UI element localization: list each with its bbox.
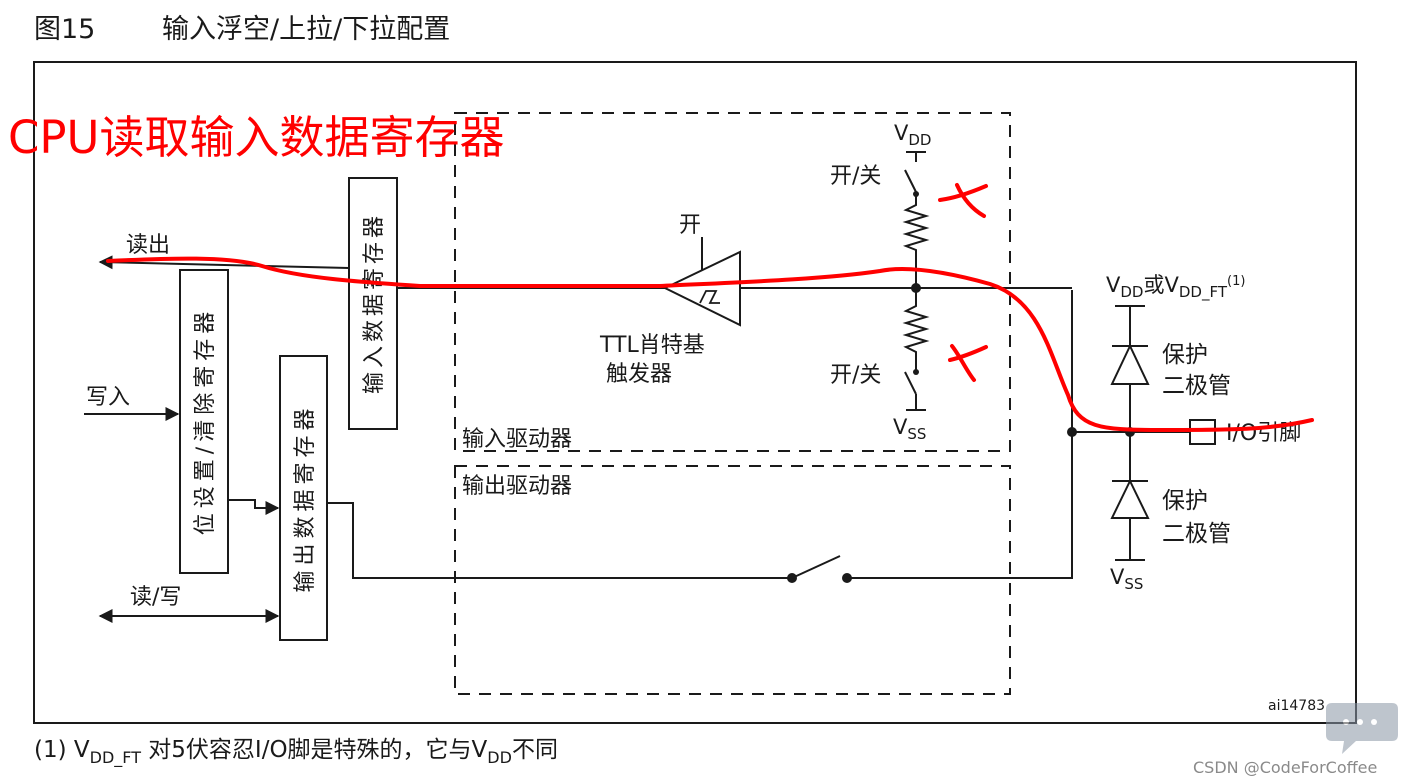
trigger-on-label: 开 xyxy=(679,213,701,238)
watermark-text: CSDN @CodeForCoffee xyxy=(1193,758,1377,777)
pull-down-branch xyxy=(902,288,930,411)
lower-diode-label-2: 二极管 xyxy=(1162,521,1231,547)
output-data-register-label: 输出数据寄存器 xyxy=(293,403,318,592)
bsrr-to-odr-wire xyxy=(228,499,280,515)
pull-up-disabled-mark xyxy=(938,183,988,218)
lower-diode-label-1: 保护 xyxy=(1162,488,1208,514)
io-pin-pad xyxy=(1189,419,1216,445)
vss-driver-label: VSS xyxy=(893,415,926,443)
bit-set-reset-register: 位设置/清除寄存器 xyxy=(179,269,229,574)
read-write-label: 读/写 xyxy=(130,585,181,610)
trigger-name-line2: 触发器 xyxy=(606,362,672,387)
output-switch-blade xyxy=(791,555,841,579)
write-in-label: 写入 xyxy=(86,385,130,410)
output-wire-left xyxy=(327,502,792,579)
trigger-name-line1: TTL肖特基 xyxy=(599,333,705,358)
input-driver-box xyxy=(454,112,1011,452)
upper-diode-label-2: 二极管 xyxy=(1162,373,1231,399)
protection-diode-upper xyxy=(1110,305,1150,432)
protection-supply-label: VDD或VDD_FT(1) xyxy=(1106,273,1245,302)
input-data-register: 输入数据寄存器 xyxy=(348,177,398,430)
bit-set-reset-register-label: 位设置/清除寄存器 xyxy=(193,307,218,535)
output-driver-label: 输出驱动器 xyxy=(462,474,572,499)
upper-diode-label-1: 保护 xyxy=(1162,342,1208,368)
pin-bus-dot xyxy=(1067,427,1077,437)
signal-path-highlight xyxy=(106,256,1314,432)
pull-up-branch xyxy=(902,151,930,288)
output-wire-right xyxy=(847,290,1073,579)
pull-down-disabled-mark xyxy=(948,344,988,382)
pull-down-switch-label: 开/关 xyxy=(830,363,881,388)
output-data-register: 输出数据寄存器 xyxy=(279,355,328,641)
vss-protection-label: VSS xyxy=(1110,565,1143,593)
cpu-read-annotation: CPU读取输入数据寄存器 xyxy=(8,111,505,164)
footnote: (1) VDD_FT 对5伏容忍I/O脚是特殊的，它与VDD不同 xyxy=(34,737,558,768)
read-out-label: 读出 xyxy=(126,233,170,258)
csdn-watermark-icon xyxy=(1326,703,1398,754)
read-out-arrow xyxy=(98,255,350,270)
figure-number: 图15 xyxy=(34,14,95,45)
input-driver-label: 输入驱动器 xyxy=(462,427,572,452)
input-data-register-label: 输入数据寄存器 xyxy=(362,212,387,394)
figure-code: ai14783 xyxy=(1268,698,1325,714)
pull-up-switch-label: 开/关 xyxy=(830,164,881,189)
output-driver-box xyxy=(454,465,1011,695)
protection-diode-lower xyxy=(1110,432,1150,561)
figure-title: 输入浮空/上拉/下拉配置 xyxy=(162,14,450,45)
vdd-top-label: VDD xyxy=(894,121,931,149)
diagram-frame xyxy=(33,61,1357,724)
